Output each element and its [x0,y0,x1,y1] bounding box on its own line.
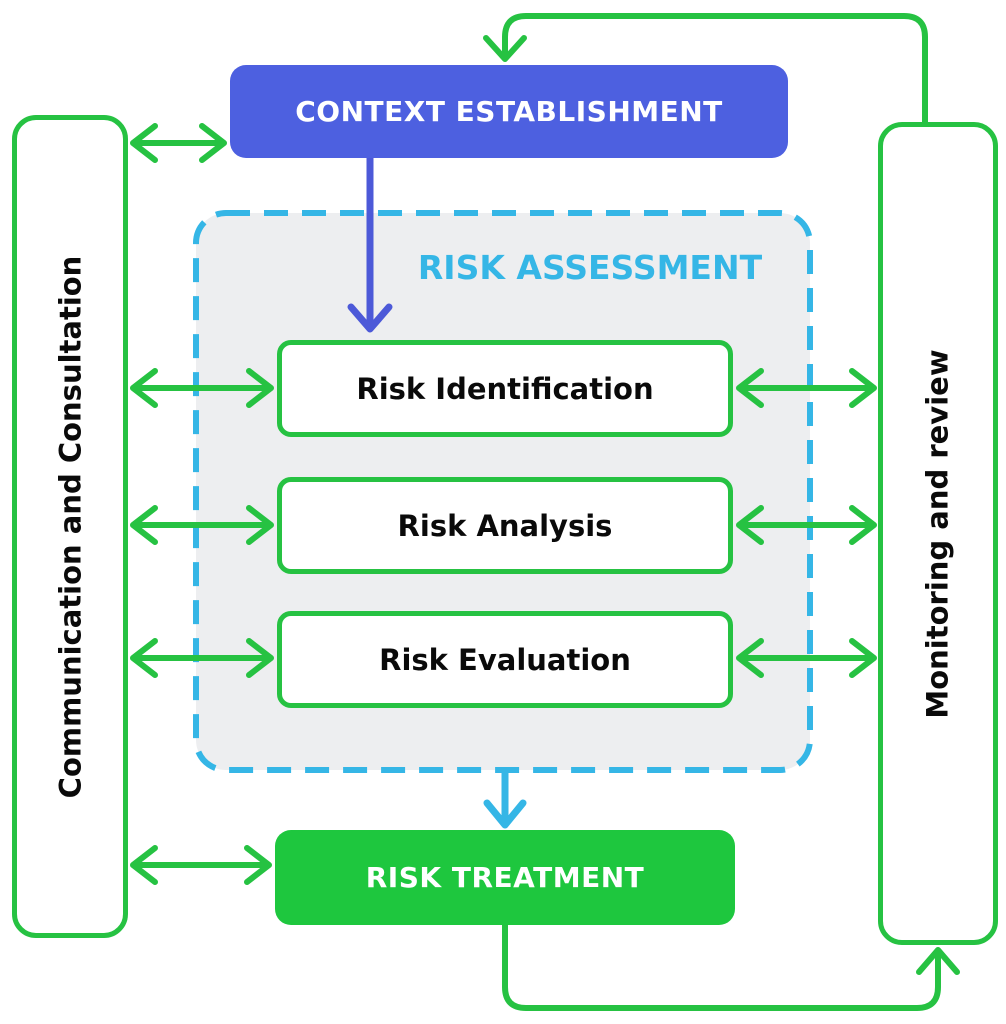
communication-context-arrow [130,123,227,163]
monitoring-review-bar: Monitoring and review [878,122,998,945]
bottom-feedback-loop-arrow [502,922,960,1011]
down-arrowhead-icon [483,35,527,62]
communication-identification-arrow [130,368,274,408]
context-establishment-box: CONTEXT ESTABLISHMENT [230,65,788,158]
context-to-identification-arrow [347,154,393,333]
down-arrowhead-icon [483,799,527,829]
evaluation-monitoring-arrow [736,638,877,678]
identification-monitoring-arrow [736,368,877,408]
top-feedback-loop-arrow [483,13,928,125]
risk-assessment-label: RISK ASSESSMENT [417,248,763,287]
up-arrowhead-icon [916,947,960,975]
communication-evaluation-arrow [130,638,274,678]
risk-evaluation-box: Risk Evaluation [277,611,733,708]
risk-treatment-box: RISK TREATMENT [275,830,735,925]
monitoring-review-label: Monitoring and review [921,348,955,719]
communication-consultation-bar: Communication and Consultation [12,115,128,938]
assessment-to-treatment-arrow [483,768,527,829]
down-arrowhead-icon [347,303,393,333]
risk-identification-box: Risk Identification [277,340,733,437]
communication-analysis-arrow [130,505,274,545]
risk-analysis-box: Risk Analysis [277,477,733,574]
communication-treatment-arrow [130,845,272,885]
communication-consultation-label: Communication and Consultation [53,255,87,798]
analysis-monitoring-arrow [736,505,877,545]
